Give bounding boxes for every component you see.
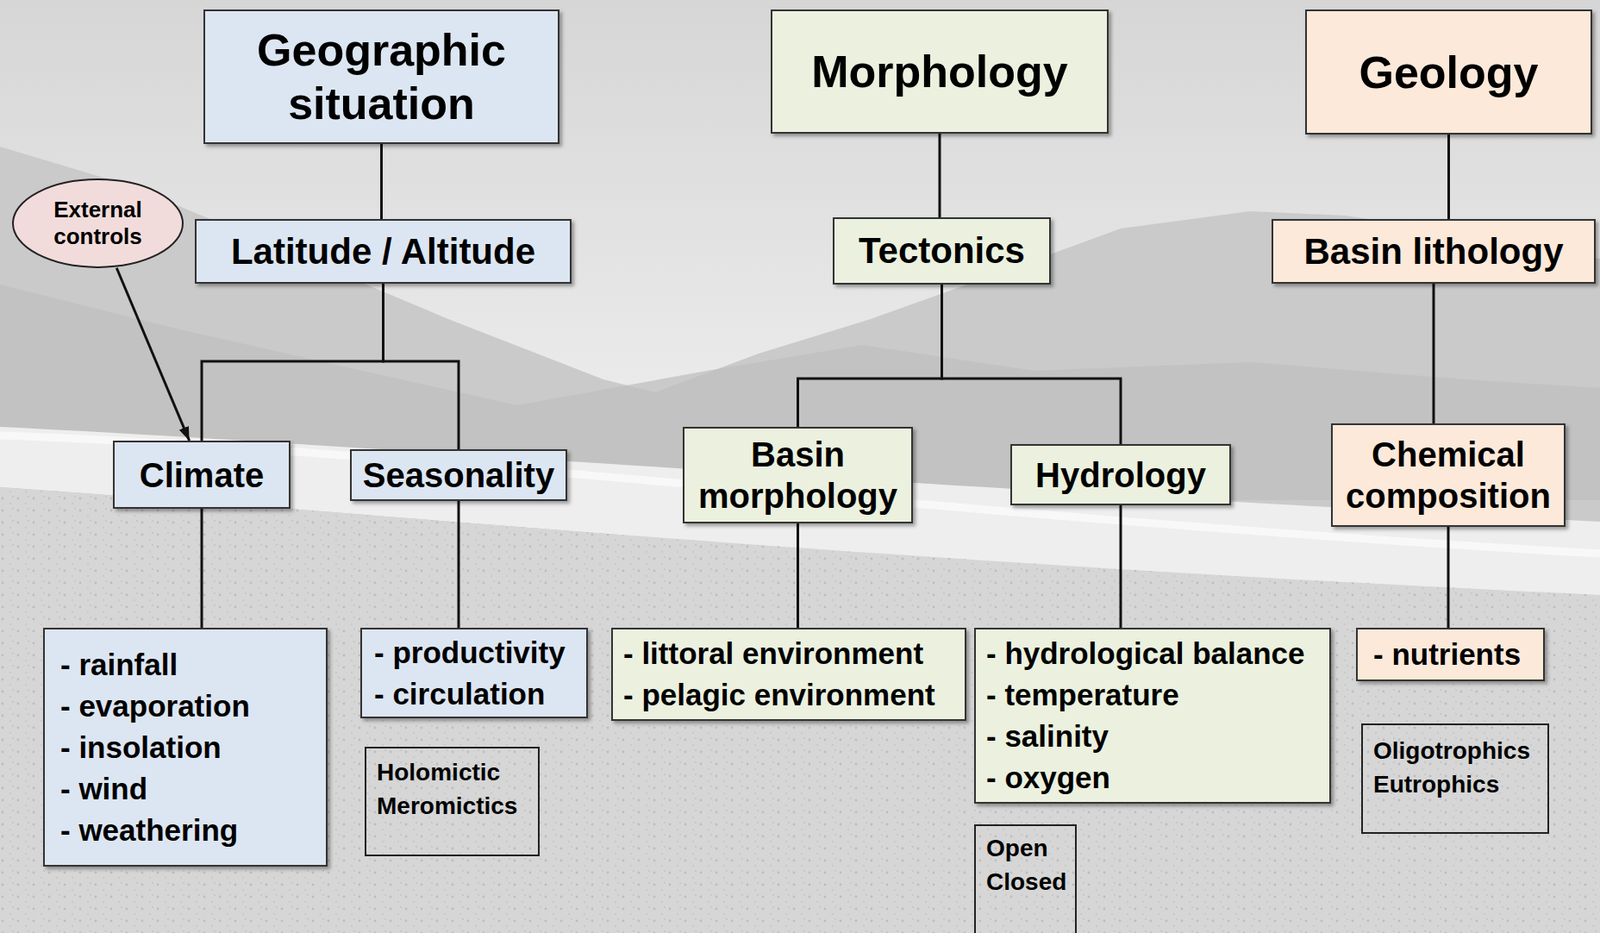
- connector-line: [201, 283, 384, 441]
- list-item: Holomictic: [376, 755, 500, 789]
- list-box: - hydrological balance- temperature- sal…: [974, 627, 1332, 804]
- box-label: Geographic situation: [217, 23, 546, 131]
- list-item: - evaporation: [60, 685, 250, 727]
- list-item: - littoral environment: [623, 632, 924, 675]
- ground-texture: [0, 487, 1600, 933]
- connector-line: [1119, 505, 1123, 628]
- box-label: Seasonality: [362, 454, 555, 496]
- connector-line: [457, 500, 461, 628]
- connector-line: [1432, 283, 1436, 424]
- list-item: Meromictics: [376, 788, 518, 823]
- callout-ellipse: External controls: [11, 177, 185, 269]
- list-item: - pelagic environment: [623, 674, 936, 716]
- box-label: Basin lithology: [1303, 230, 1563, 274]
- connector-line: [200, 508, 204, 628]
- factor-box: Basin morphology: [682, 426, 913, 524]
- box-label: Chemical composition: [1339, 433, 1557, 517]
- list-box: - rainfall- evaporation- insolation- win…: [43, 627, 328, 867]
- list-item: - productivity: [374, 631, 566, 674]
- box-label: Tectonics: [858, 229, 1025, 273]
- box-label: External controls: [37, 196, 159, 250]
- factor-box: Tectonics: [832, 217, 1051, 285]
- list-item: - insolation: [60, 726, 222, 769]
- list-item: Eutrophics: [1373, 767, 1500, 801]
- factor-box: Latitude / Altitude: [194, 218, 572, 284]
- box-label: Hydrology: [1035, 454, 1207, 496]
- connector-line: [798, 284, 943, 427]
- factor-box: Seasonality: [350, 449, 568, 501]
- box-label: Latitude / Altitude: [231, 230, 536, 274]
- box-label: Climate: [139, 454, 265, 496]
- connector-line: [796, 523, 800, 628]
- list-box: - nutrients: [1356, 627, 1545, 682]
- box-label: Basin morphology: [691, 433, 905, 517]
- list-item: - oxygen: [986, 756, 1111, 799]
- factor-box: Hydrology: [1010, 443, 1232, 506]
- box-label: Morphology: [811, 44, 1069, 99]
- connector-line: [942, 284, 1122, 444]
- list-item: - rainfall: [60, 643, 178, 686]
- category-box: Geology: [1305, 9, 1593, 135]
- connector-line: [1447, 134, 1450, 219]
- connector-line: [380, 143, 383, 219]
- list-item: - wind: [60, 768, 148, 810]
- factor-box: Chemical composition: [1331, 423, 1566, 527]
- category-box: Morphology: [770, 9, 1109, 134]
- connector-line: [938, 133, 942, 218]
- list-item: - circulation: [374, 673, 545, 715]
- category-box: Geographic situation: [203, 9, 560, 144]
- list-item: Open: [986, 831, 1049, 865]
- list-box: - littoral environment- pelagic environm…: [611, 627, 967, 721]
- note-box: HolomicticMeromictics: [364, 746, 540, 857]
- list-item: - weathering: [60, 809, 238, 851]
- list-item: - temperature: [986, 674, 1180, 716]
- factor-box: Basin lithology: [1271, 218, 1596, 284]
- list-item: - nutrients: [1373, 633, 1521, 675]
- factor-box: Climate: [112, 440, 291, 509]
- list-item: Closed: [986, 864, 1067, 899]
- box-label: Geology: [1358, 45, 1538, 100]
- note-box: OpenClosed: [974, 824, 1077, 933]
- list-item: - salinity: [986, 715, 1109, 757]
- connector-line: [1447, 526, 1450, 628]
- note-box: OligotrophicsEutrophics: [1361, 723, 1550, 834]
- near-hills: [0, 284, 1600, 535]
- connector-arrow: [116, 268, 189, 441]
- list-item: - hydrological balance: [986, 632, 1306, 675]
- ellipse-shape: [12, 179, 183, 268]
- ground: [0, 487, 1600, 933]
- list-box: - productivity- circulation: [360, 627, 588, 719]
- list-item: Oligotrophics: [1373, 733, 1531, 768]
- connector-line: [383, 283, 460, 450]
